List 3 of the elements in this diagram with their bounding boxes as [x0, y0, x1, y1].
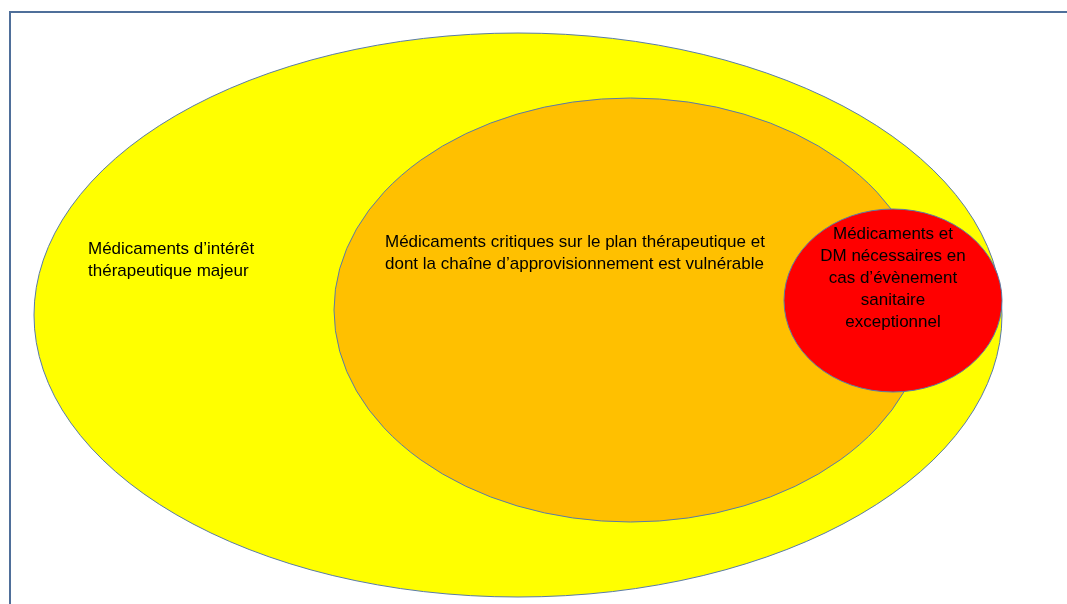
set-label: Médicaments critiques sur le plan thérapeutique et dont la chaîne d’approvisionnement est vulnérable: [385, 231, 766, 275]
set-label: Médicaments d’intérêt thérapeutique majeur: [88, 238, 256, 282]
set-label: Médicaments et DM nécessaires en cas d’évènement sanitaire exceptionnel: [819, 223, 967, 333]
